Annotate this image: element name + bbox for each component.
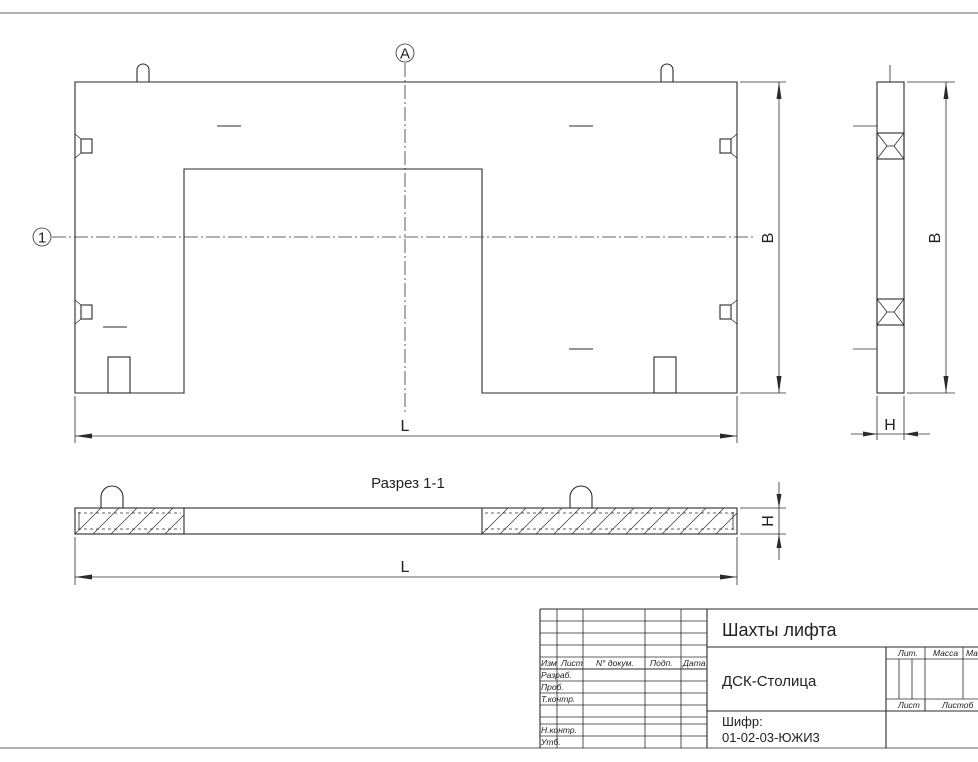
dimension-width-side: B <box>907 81 955 394</box>
dimension-width-side-label: B <box>927 233 944 244</box>
lifting-loop-left <box>136 63 150 82</box>
row-label-nkontr: Н.контр. <box>541 725 577 735</box>
dimension-width-front: B <box>740 81 786 394</box>
slot-left <box>107 356 131 394</box>
row-label-prob: Проб. <box>541 682 564 692</box>
axis-1-label: 1 <box>38 230 46 247</box>
col-header-izm: Изм <box>541 658 557 668</box>
dimension-width-label: B <box>760 233 777 244</box>
hatch-left <box>75 508 184 534</box>
panel-outline <box>74 81 738 394</box>
sheet-header-listov: Листоб <box>941 700 975 710</box>
section-loop-right <box>569 485 593 508</box>
sheet-frame <box>0 12 978 749</box>
dimension-height-side-label: H <box>884 417 896 434</box>
row-label-utb: Утб. <box>540 737 561 747</box>
section-loop-left <box>100 485 124 508</box>
dimension-length-front: L <box>74 396 738 443</box>
hatch-right <box>482 508 737 534</box>
section-view: Разрез 1-1 <box>74 475 786 585</box>
dimension-height-section: H <box>740 482 786 560</box>
sheet-header-list: Лист <box>897 700 920 710</box>
drawing-title: Шахты лифта <box>722 620 838 640</box>
side-view: B H <box>851 65 955 440</box>
dimension-height-side: H <box>851 396 930 440</box>
slot-right <box>653 356 677 394</box>
organization-name: ДСК-Столица <box>722 673 817 690</box>
dimension-height-section-label: H <box>760 515 777 527</box>
axis-a-label: A <box>400 46 410 63</box>
dimension-length-section-label: L <box>401 559 410 576</box>
col-header-sign: Подп. <box>650 658 673 668</box>
side-embed-bottom <box>876 298 905 326</box>
axis-1-marker <box>32 227 52 247</box>
stage-header-scale: Ма <box>966 648 978 658</box>
axis-a-marker <box>395 43 415 63</box>
title-block: Изм Лист N° докум. Подп. Дата Разраб. Пр… <box>539 608 978 748</box>
section-outline <box>74 507 738 535</box>
embed-right-top <box>719 133 738 159</box>
side-panel-outline <box>876 81 905 394</box>
row-label-razrab: Разраб. <box>541 670 572 680</box>
col-header-list: Лист <box>560 658 583 668</box>
lifting-loop-right <box>660 63 674 82</box>
dimension-length-label: L <box>401 418 410 435</box>
front-view: A 1 L B <box>32 43 786 443</box>
code-value: 01-02-03-ЮЖИ3 <box>722 730 820 745</box>
side-embed-top <box>876 132 905 160</box>
code-label: Шифр: <box>722 714 763 729</box>
stage-header-mass: Масса <box>933 648 958 658</box>
section-title: Разрез 1-1 <box>371 475 445 492</box>
stage-header-lit: Лит. <box>897 648 918 658</box>
dimension-length-section: L <box>74 537 738 585</box>
embed-left-top <box>74 133 93 159</box>
col-header-date: Дата <box>682 658 706 668</box>
row-label-tkontr: Т.контр. <box>541 694 575 704</box>
embed-right-bottom <box>719 299 738 325</box>
embed-left-bottom <box>74 299 93 325</box>
col-header-doc: N° докум. <box>596 658 634 668</box>
